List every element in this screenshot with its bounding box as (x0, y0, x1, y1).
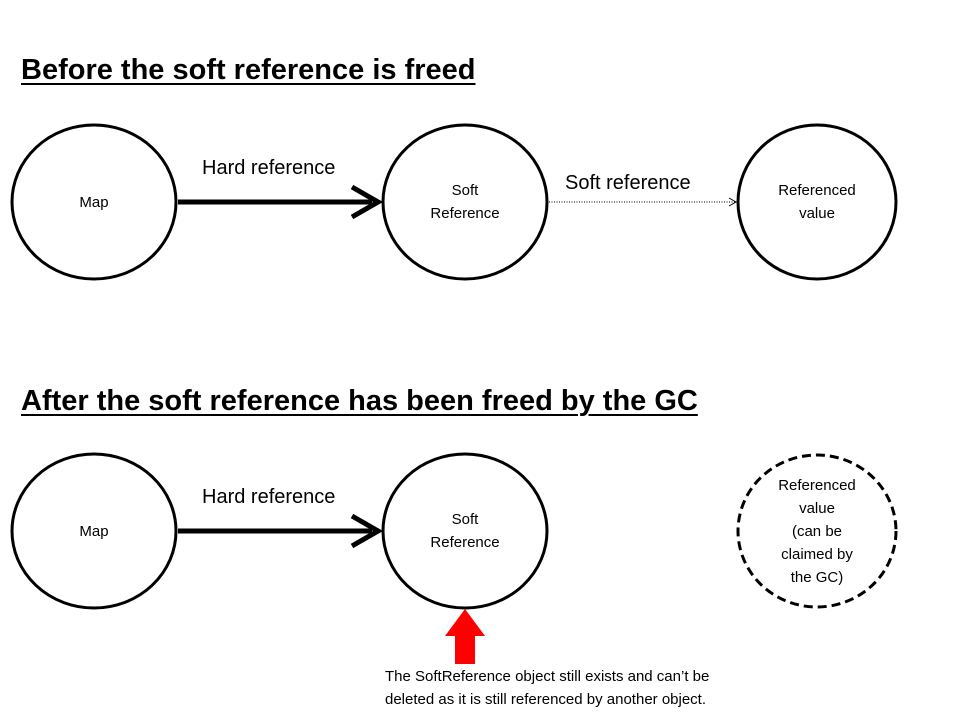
map-node-before (10, 123, 178, 281)
highlight-arrow (445, 609, 485, 664)
soft-reference-label-before: Soft Reference (430, 182, 500, 222)
referenced-value-node-after (736, 453, 898, 609)
soft-reference-label-after: Soft Reference (430, 511, 500, 551)
referenced-value-label-after: Referenced value (can be claimed by the … (778, 476, 856, 586)
map-node-after (10, 452, 178, 610)
referenced-value-node-before (736, 123, 898, 281)
hard-reference-label-after: Hard reference (202, 486, 336, 508)
hard-reference-arrow-after (178, 513, 384, 549)
hard-reference-label-before: Hard reference (202, 157, 336, 179)
explanation-note: The SoftReference object still exists an… (385, 668, 710, 708)
referenced-value-label-before: Referenced value (778, 182, 856, 222)
section-title-before: Before the soft reference is freed (21, 54, 476, 86)
hard-reference-arrow-before (178, 184, 384, 220)
section-title-after: After the soft reference has been freed … (21, 385, 698, 417)
soft-reference-label: Soft reference (565, 172, 691, 194)
map-label-after: Map (79, 522, 109, 540)
map-label-before: Map (79, 193, 109, 211)
